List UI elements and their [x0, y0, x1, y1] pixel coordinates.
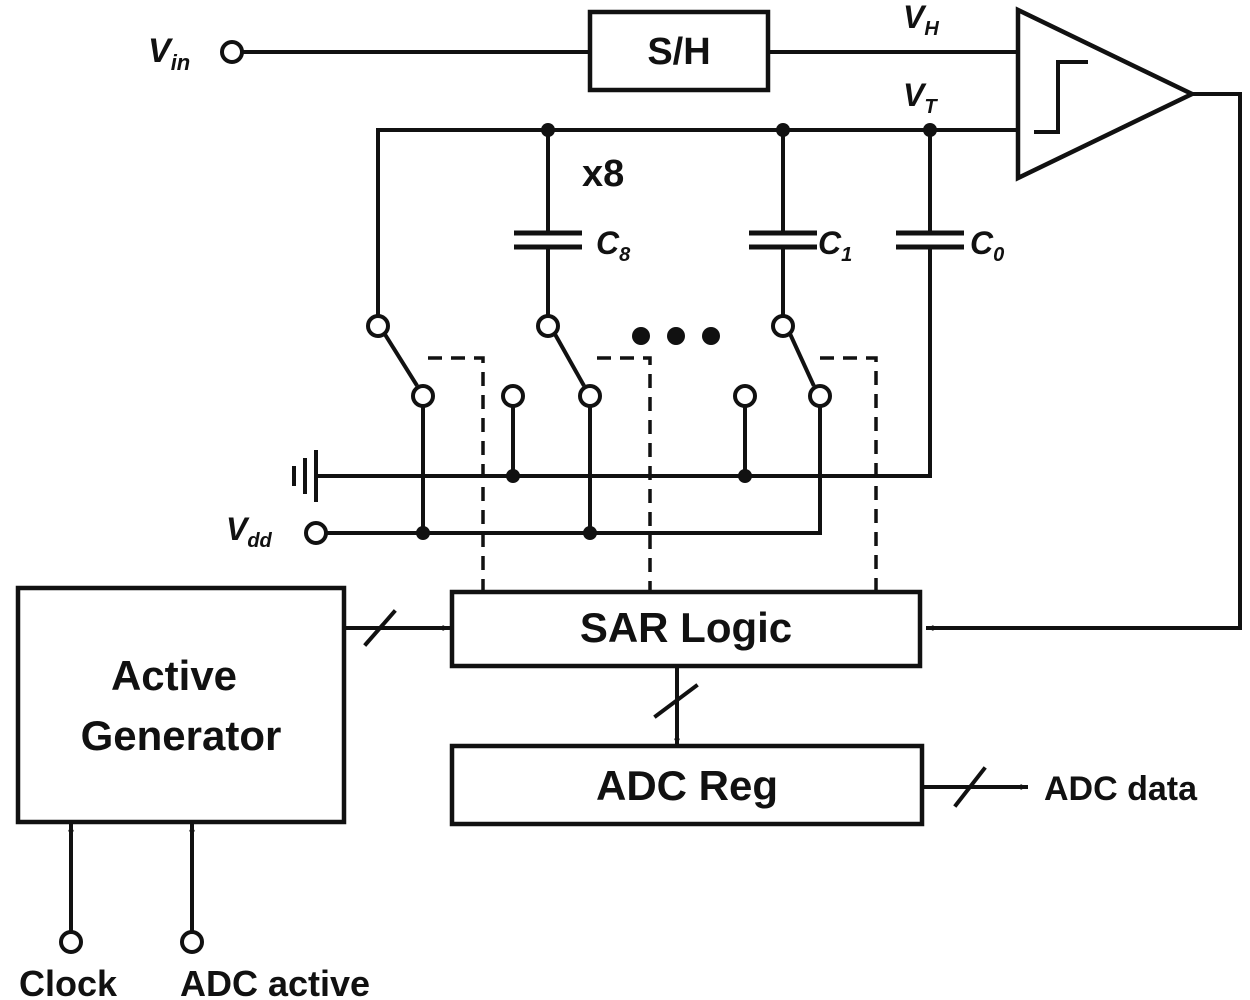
capacitor-c8: C8	[514, 128, 631, 318]
comparator-output-wire	[926, 92, 1242, 631]
comparator-triangle	[1015, 6, 1198, 182]
active-generator-label-line2: Generator	[81, 712, 282, 759]
sample-hold-label: S/H	[647, 31, 710, 73]
bus-slash-icon	[363, 609, 397, 647]
junction-dot	[738, 469, 752, 483]
c0-label: C0	[970, 225, 1004, 266]
vin-label: Vin	[148, 32, 190, 75]
vdd-input: Vdd	[226, 511, 328, 552]
active-generator-box	[15, 585, 347, 825]
vh-label: VH	[903, 0, 939, 40]
clock-terminal	[59, 930, 83, 954]
control-line-sample	[428, 356, 485, 592]
sample-hold-block: S/H	[587, 9, 771, 93]
clock-label: Clock	[19, 963, 118, 1000]
ellipsis-icon	[632, 327, 720, 345]
adc-active-input: ADC active	[180, 824, 370, 1000]
active-generator-block: Active Generator	[15, 585, 347, 825]
vdd-terminal	[304, 521, 328, 545]
control-line-c8	[597, 356, 652, 592]
junction-dot	[416, 526, 430, 540]
vin-terminal	[220, 40, 244, 64]
junction-dot	[583, 526, 597, 540]
adc-active-terminal	[180, 930, 204, 954]
sar-logic-label: SAR Logic	[580, 604, 792, 651]
junction-dot	[506, 469, 520, 483]
hysteresis-icon	[1034, 60, 1088, 134]
adc-data-label: ADC data	[1044, 770, 1198, 808]
c8-label: C8	[596, 225, 631, 266]
switch-c1	[733, 314, 832, 408]
active-generator-label-line1: Active	[111, 652, 237, 699]
bus-slash-icon	[953, 766, 987, 808]
control-line-c1	[820, 356, 878, 592]
sar-logic-block: SAR Logic	[449, 589, 923, 669]
switch-sample	[366, 314, 435, 408]
vin-input: Vin	[148, 32, 592, 75]
bus-slash-icon	[653, 683, 699, 719]
capacitor-c1: C1	[749, 128, 852, 318]
comparator	[1015, 6, 1198, 182]
c1-label: C1	[818, 225, 852, 266]
vt-label: VT	[903, 77, 938, 118]
vdd-label: Vdd	[226, 511, 273, 552]
capacitor-c0: C0	[896, 128, 1004, 478]
array-multiplier-label: x8	[582, 153, 624, 195]
switch-c8	[501, 314, 602, 408]
clock-input: Clock	[19, 824, 118, 1000]
sar-logic-box	[449, 589, 923, 669]
adc-active-label: ADC active	[180, 963, 370, 1000]
adc-reg-box	[449, 743, 925, 827]
ground-icon	[292, 450, 318, 502]
adc-reg-block: ADC Reg	[449, 743, 925, 827]
adc-reg-label: ADC Reg	[596, 762, 778, 809]
